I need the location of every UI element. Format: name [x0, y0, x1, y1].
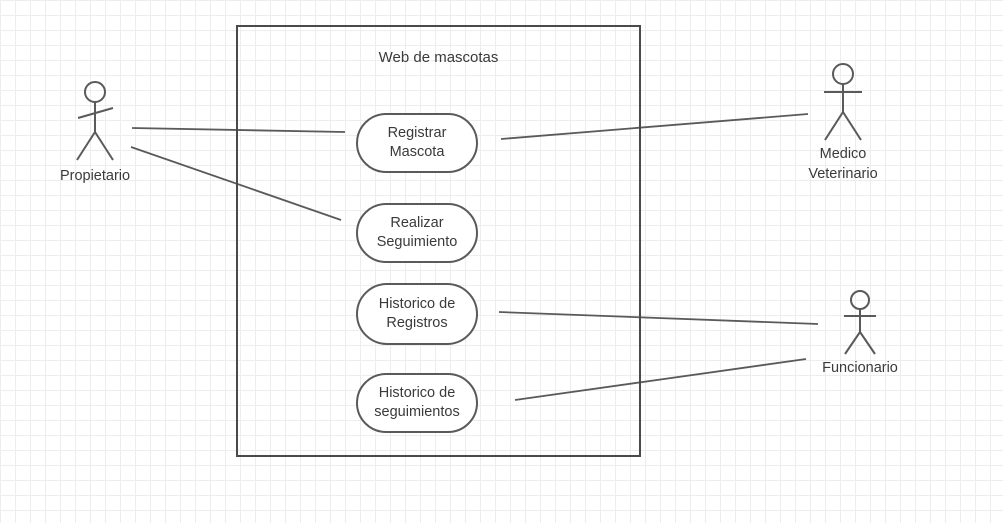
system-boundary-box[interactable]: [236, 25, 641, 457]
use-case-label: Historico de seguimientos: [368, 384, 465, 422]
use-case-label-line2: Registros: [386, 315, 448, 331]
actor-label-funcionario: Funcionario: [822, 360, 898, 376]
use-case-label-line1: Historico de: [378, 296, 456, 312]
actor-stick-figure-icon: [824, 63, 862, 141]
actor-stick-figure-icon: [76, 81, 114, 161]
use-case-historico-seguimientos[interactable]: Historico de seguimientos: [356, 373, 478, 433]
use-case-label-line2: Seguimiento: [376, 234, 458, 250]
use-case-label-line1: Historico de: [378, 385, 456, 401]
actor-propietario[interactable]: Propietario: [35, 81, 155, 186]
actor-label-medico-veterinario: Medico Veterinario: [808, 146, 878, 182]
use-case-label-line2: seguimientos: [374, 404, 460, 420]
use-case-label-line2: Mascota: [389, 144, 445, 160]
actor-stick-figure-icon: [844, 290, 876, 355]
actor-medico-veterinario[interactable]: Medico Veterinario: [783, 63, 903, 184]
use-case-label-line1: Realizar: [390, 215, 444, 231]
actor-label-propietario: Propietario: [59, 168, 131, 184]
actor-funcionario[interactable]: Funcionario: [800, 290, 920, 378]
use-case-label: Historico de Registros: [373, 295, 462, 333]
system-title: Web de mascotas: [378, 49, 499, 66]
use-case-label-line1: Registrar: [387, 125, 447, 141]
use-case-historico-registros[interactable]: Historico de Registros: [356, 283, 478, 345]
